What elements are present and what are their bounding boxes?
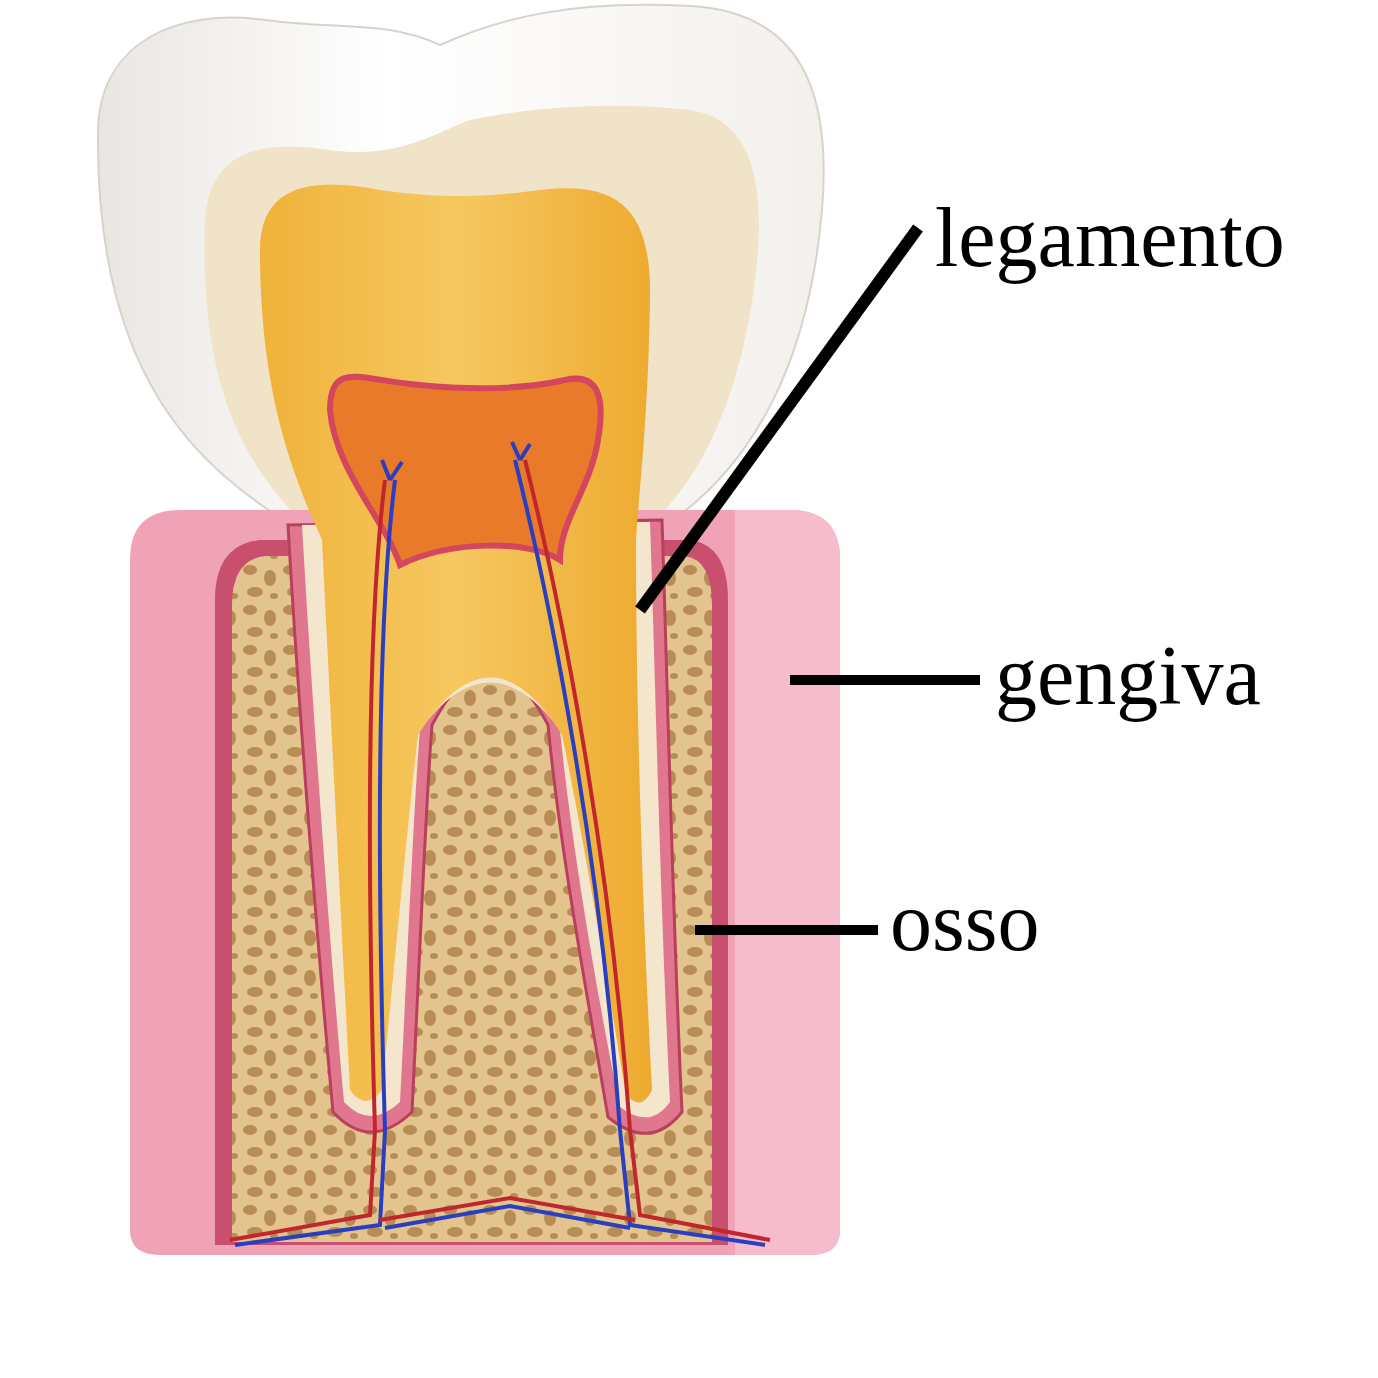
- dentin: [260, 184, 652, 1102]
- leader-lines: [640, 228, 980, 930]
- part-label: gengiva: [995, 634, 1261, 718]
- part-label: osso: [890, 880, 1039, 964]
- part-label: legamento: [935, 196, 1285, 280]
- blood-vessels: [230, 442, 770, 1245]
- pulp: [330, 377, 601, 565]
- gum-side: [735, 510, 840, 1255]
